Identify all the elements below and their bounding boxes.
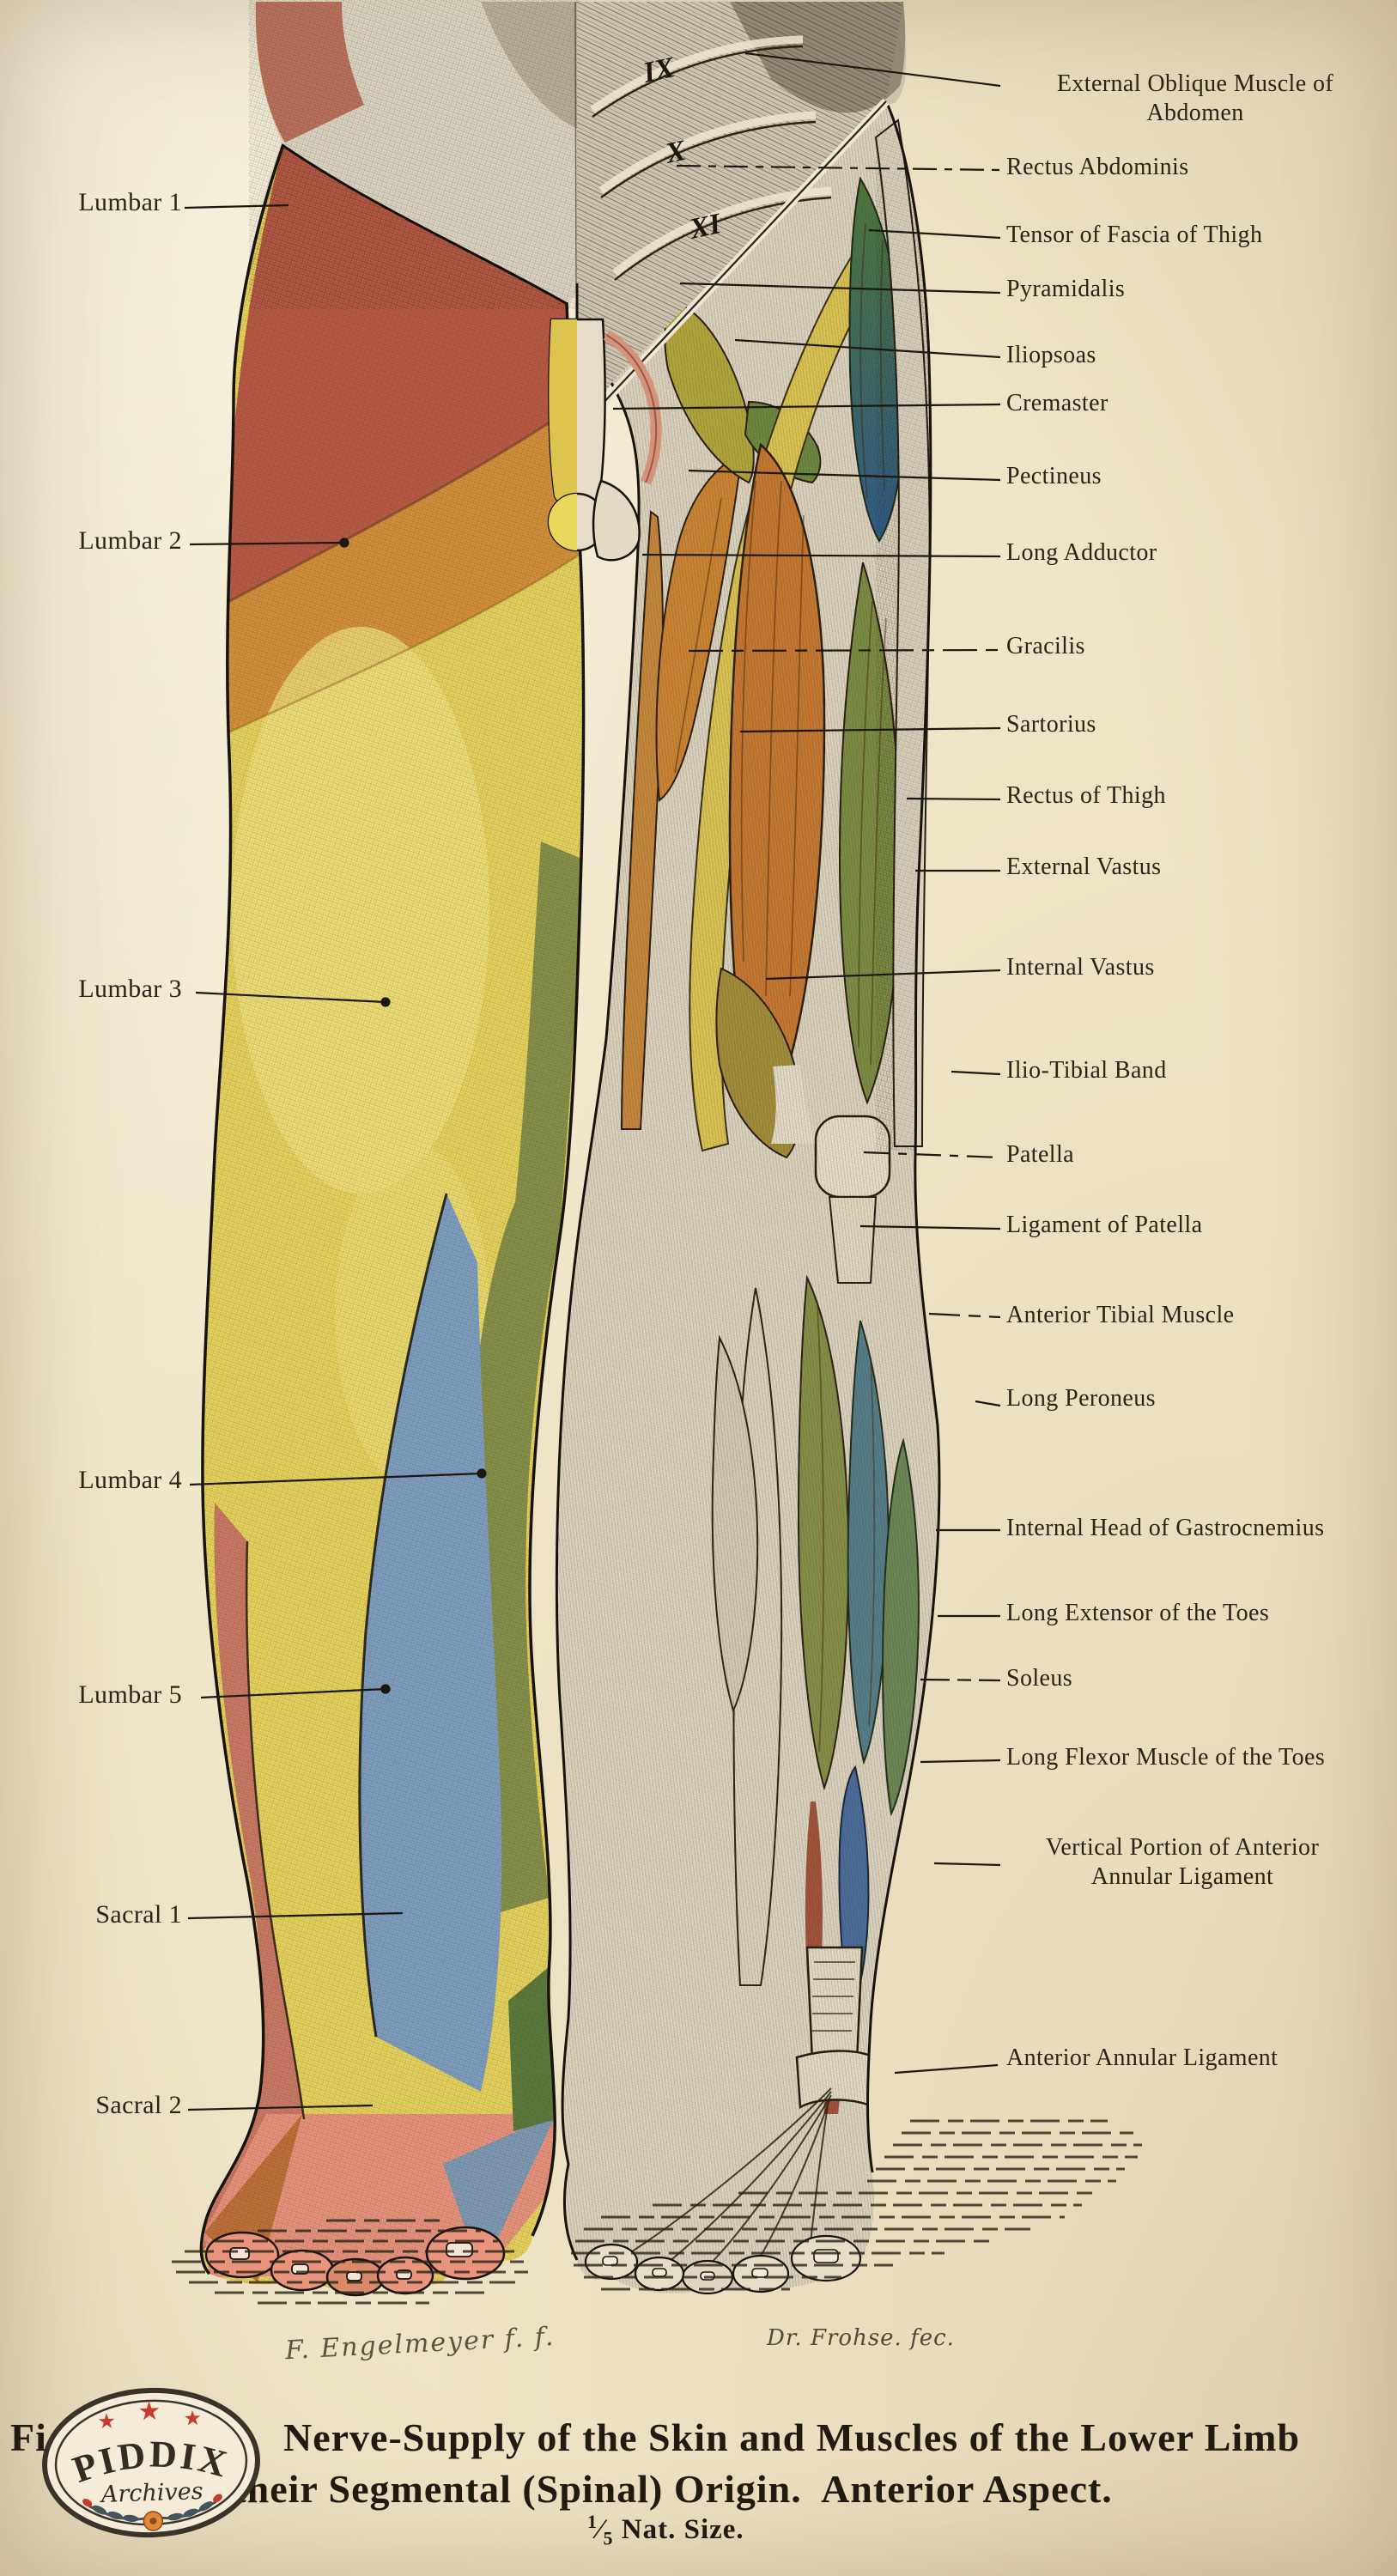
- scrotum: [592, 479, 641, 562]
- label-rectus-of-thigh: Rectus of Thigh: [1006, 782, 1166, 809]
- caption-line1-prefix: Fi: [10, 2415, 47, 2459]
- label-cremaster: Cremaster: [1006, 390, 1108, 416]
- label-ligament-of-patella: Ligament of Patella: [1006, 1212, 1203, 1238]
- label-anterior-annular: Anterior Annular Ligament: [1006, 2044, 1279, 2071]
- label-sartorius: Sartorius: [1006, 711, 1096, 738]
- scale-rest: Nat. Size.: [613, 2514, 744, 2545]
- svg-text:IX: IX: [640, 52, 678, 89]
- svg-text:★: ★: [183, 2408, 202, 2431]
- label-tensor-fascia: Tensor of Fascia of Thigh: [1006, 222, 1263, 248]
- svg-text:★: ★: [137, 2397, 161, 2427]
- label-long-flexor-toes: Long Flexor Muscle of the Toes: [1006, 1744, 1326, 1771]
- ground-shadow: [172, 2119, 1142, 2305]
- scale-numerator: 1: [587, 2511, 598, 2532]
- caption-line1: Nerve-Supply of the Skin and Muscles of …: [283, 2415, 1301, 2459]
- leader-lines: [184, 52, 1001, 2111]
- label-patella: Patella: [1006, 1141, 1074, 1168]
- piddix-archives-stamp: ★ ★ ★ PIDDIX Archives: [42, 2387, 260, 2538]
- label-lumbar-1: Lumbar 1: [78, 188, 182, 216]
- label-long-adductor: Long Adductor: [1006, 539, 1157, 566]
- label-sacral-2: Sacral 2: [95, 2091, 182, 2119]
- scale-slash: ⁄: [598, 2514, 604, 2545]
- label-long-extensor-toes: Long Extensor of the Toes: [1006, 1600, 1270, 1626]
- label-lumbar-2: Lumbar 2: [78, 526, 182, 555]
- torso: IX X XI: [249, 0, 907, 550]
- scale-denominator: 5: [603, 2527, 614, 2549]
- label-lumbar-5: Lumbar 5: [78, 1680, 182, 1709]
- muscle-leg: [555, 100, 941, 2295]
- label-internal-vastus: Internal Vastus: [1006, 954, 1155, 981]
- label-iliopsoas: Iliopsoas: [1006, 342, 1096, 368]
- label-gastrocnemius: Internal Head of Gastrocnemius: [1006, 1515, 1325, 1541]
- artist-signature: Dr. Frohse. fec.: [767, 2325, 955, 2351]
- stamp-stars: ★ ★ ★: [97, 2397, 202, 2434]
- label-lumbar-3: Lumbar 3: [78, 975, 182, 1003]
- label-external-oblique: External Oblique Muscle of Abdomen: [1056, 70, 1334, 126]
- label-pyramidalis: Pyramidalis: [1006, 276, 1126, 302]
- genital-region: [547, 318, 662, 562]
- svg-text:★: ★: [97, 2410, 116, 2433]
- label-long-peroneus: Long Peroneus: [1006, 1385, 1156, 1412]
- label-gracilis: Gracilis: [1006, 633, 1085, 659]
- label-rectus-abdominis: Rectus Abdominis: [1006, 154, 1189, 180]
- label-anterior-tibial: Anterior Tibial Muscle: [1006, 1302, 1235, 1328]
- label-lumbar-4: Lumbar 4: [78, 1466, 182, 1494]
- label-pectineus: Pectineus: [1006, 463, 1102, 489]
- label-sacral-1: Sacral 1: [95, 1900, 182, 1929]
- stamp-subtitle: Archives: [98, 2478, 203, 2508]
- caption-scale: 1⁄5 Nat. Size.: [587, 2511, 744, 2550]
- dermatome-leg: [199, 142, 586, 2297]
- label-soleus: Soleus: [1006, 1665, 1073, 1692]
- label-ilio-tibial-band: Ilio-Tibial Band: [1006, 1057, 1167, 1084]
- caption-line2: g to their Segmental (Spinal) Origin. An…: [156, 2467, 1113, 2511]
- stamp-flower: [143, 2511, 164, 2531]
- label-vertical-annular: Vertical Portion of Anterior Annular Lig…: [1045, 1834, 1320, 1890]
- label-external-vastus: External Vastus: [1006, 854, 1162, 880]
